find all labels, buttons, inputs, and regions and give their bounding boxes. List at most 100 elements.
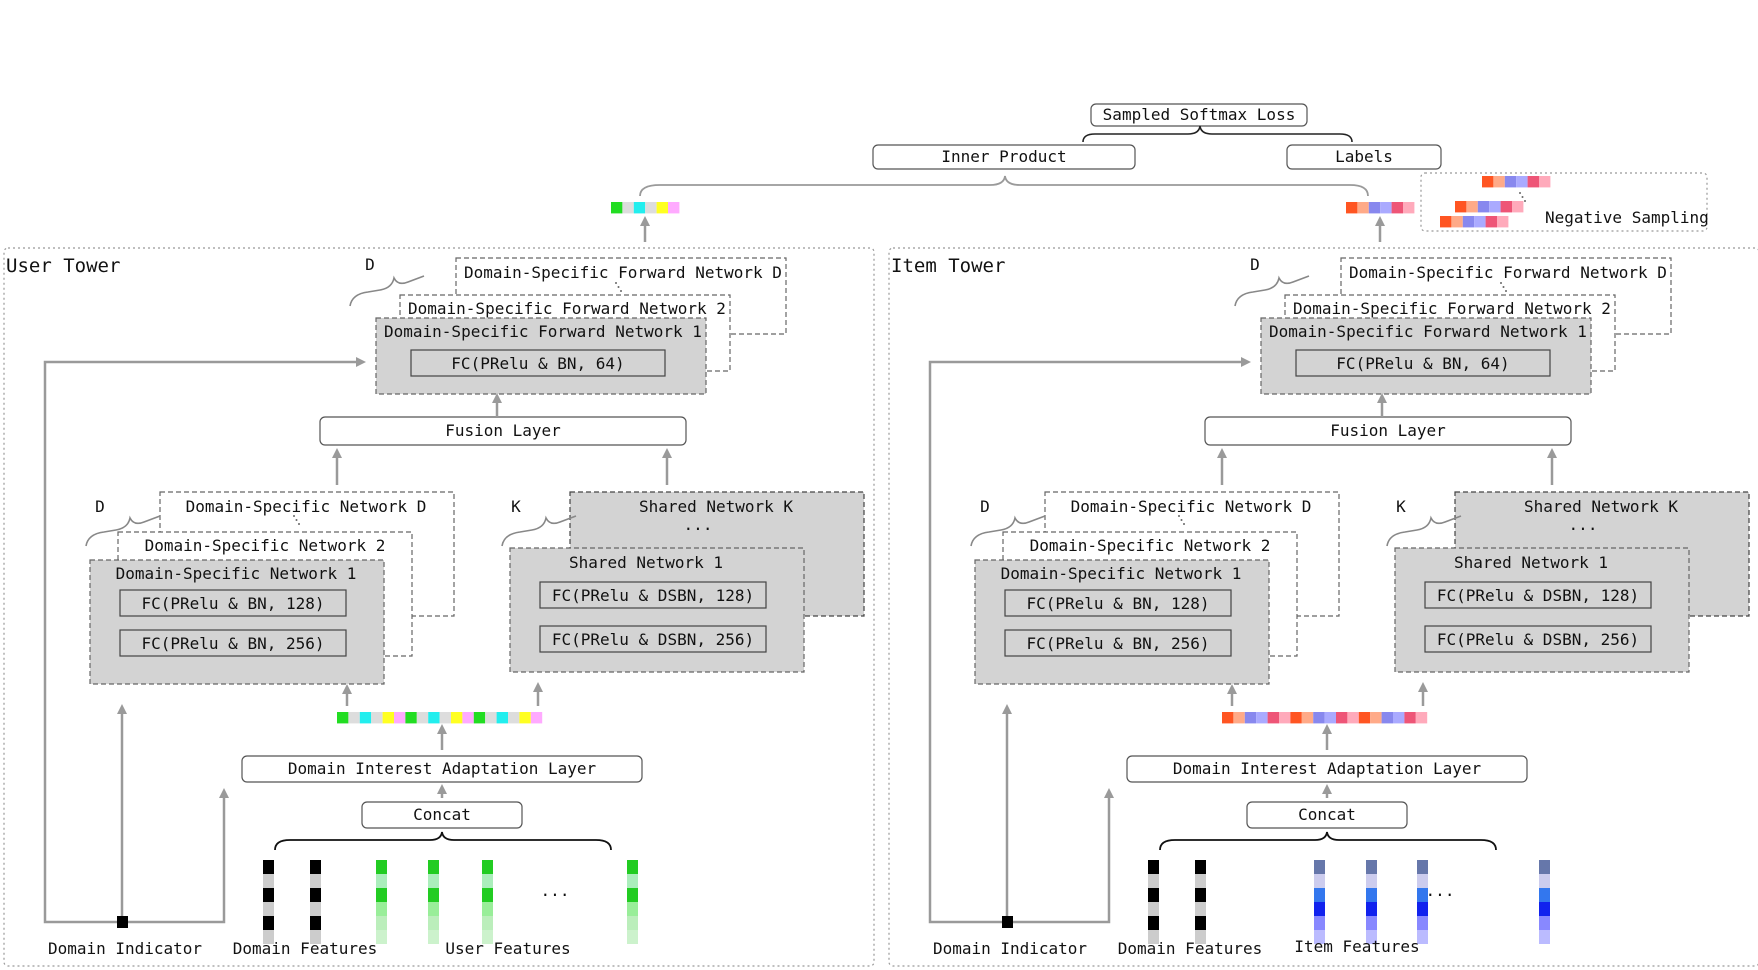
fusion-label: Fusion Layer [445, 421, 561, 440]
feature-cell [1148, 930, 1159, 944]
feature-cell [627, 860, 638, 874]
feature-cell [1195, 874, 1206, 888]
shared-fc1-box [539, 581, 767, 609]
dot [1519, 192, 1521, 194]
dsn-count-label: D [95, 497, 105, 516]
dsn-2-label: Domain-Specific Network 2 [1030, 536, 1271, 555]
vector-cell [530, 712, 543, 724]
sampled-softmax-loss-label: Sampled Softmax Loss [1103, 105, 1296, 124]
dsfn-fc-box [1295, 349, 1551, 377]
feature-cell [1148, 860, 1159, 874]
feature-cell [1148, 916, 1159, 930]
feature-cell [1539, 930, 1550, 944]
feature-cell [376, 888, 387, 902]
dsfn-brace [1234, 275, 1310, 307]
feature-cell [376, 916, 387, 930]
feature-cell [1195, 888, 1206, 902]
feature-cell [376, 902, 387, 916]
shared-1-label: Shared Network 1 [569, 553, 723, 572]
adaptation-label: Domain Interest Adaptation Layer [288, 759, 597, 778]
feature-cell [1366, 874, 1377, 888]
neg-vector-2 [1455, 201, 1524, 213]
feature-cell [1539, 902, 1550, 916]
feature-cell [310, 874, 321, 888]
dsn-fc2-box [1004, 629, 1232, 657]
feature-cell [1366, 888, 1377, 902]
vector-cell [519, 712, 531, 724]
vector-cell [1489, 201, 1501, 213]
domain-features-label: Domain Features [1118, 939, 1263, 958]
shared-ellipsis: ... [684, 515, 713, 534]
shared-brace [1386, 515, 1462, 547]
dot [615, 282, 617, 284]
adaptation-box [1126, 755, 1528, 783]
dot [1178, 515, 1180, 517]
feature-cell [1366, 860, 1377, 874]
dot [620, 290, 622, 292]
vector-cell [1415, 712, 1428, 724]
dsn-brace [970, 515, 1046, 547]
vector-cell [1347, 712, 1359, 724]
dsfn-1-label: Domain-Specific Forward Network 1 [384, 322, 702, 341]
dsn-1-label: Domain-Specific Network 1 [1001, 564, 1242, 583]
dsn-2-label: Domain-Specific Network 2 [145, 536, 386, 555]
dsfn-d-label: Domain-Specific Forward Network D [1349, 263, 1667, 282]
domain-indicator-label: Domain Indicator [48, 939, 202, 958]
concat-label: Concat [413, 805, 471, 824]
feature-cell [482, 930, 493, 944]
domain-feature-column [310, 860, 321, 944]
item-feature-column [1314, 860, 1325, 944]
vector-cell [1466, 201, 1478, 213]
vector-cell [1527, 176, 1539, 188]
dsn-d-label: Domain-Specific Network D [1071, 497, 1312, 516]
user-feature-column [428, 860, 439, 944]
inner-product-label: Inner Product [941, 147, 1066, 166]
top-section: Sampled Softmax Loss Inner Product Label… [611, 103, 1709, 242]
feature-cell [310, 930, 321, 944]
dot [1521, 196, 1524, 198]
item-embedding-vector [1346, 202, 1415, 214]
interest-vector [1222, 712, 1428, 724]
feature-cell [1314, 916, 1325, 930]
dot [1180, 519, 1183, 521]
concat-box [361, 801, 523, 829]
dsfn-2-label: Domain-Specific Forward Network 2 [408, 299, 726, 318]
feature-cell [428, 902, 439, 916]
indicator-to-dsfn-line [928, 357, 1251, 924]
dsfn-1-label: Domain-Specific Forward Network 1 [1269, 322, 1587, 341]
item-feature-column [1366, 860, 1377, 944]
vector-cell [1440, 216, 1452, 228]
feature-cell [376, 874, 387, 888]
dsn-count-label: D [980, 497, 990, 516]
inner-product-box [872, 144, 1136, 170]
dsn-brace [85, 515, 161, 547]
feature-cell [627, 916, 638, 930]
vector-cell [1222, 712, 1234, 724]
shared-count-label: K [511, 497, 521, 516]
feature-cell [428, 916, 439, 930]
labels-label: Labels [1335, 147, 1393, 166]
vector-cell [1357, 202, 1369, 214]
fusion-box [1204, 416, 1572, 446]
domain-indicator-square [117, 916, 128, 928]
dot [298, 523, 300, 525]
vector-cell [1279, 712, 1291, 724]
dot [1502, 286, 1505, 288]
dsfn-2-label: Domain-Specific Forward Network 2 [1293, 299, 1611, 318]
vector-cell [611, 202, 623, 214]
vector-cell [1256, 712, 1268, 724]
shared-fc2-label: FC(PRelu & DSBN, 256) [552, 630, 754, 649]
inner-product-brace [639, 175, 1369, 197]
feature-cell [263, 860, 274, 874]
dsn-fc2-label: FC(PRelu & BN, 256) [1026, 634, 1209, 653]
feature-cell [627, 930, 638, 944]
feature-cell [1417, 930, 1428, 944]
dot [1500, 282, 1502, 284]
dsn-1-card [974, 559, 1270, 685]
user-feature-column [627, 860, 638, 944]
feature-cell [1539, 874, 1550, 888]
dot [295, 519, 298, 521]
feature-cell [263, 930, 274, 944]
feature-cell [627, 902, 638, 916]
feature-cell [482, 888, 493, 902]
